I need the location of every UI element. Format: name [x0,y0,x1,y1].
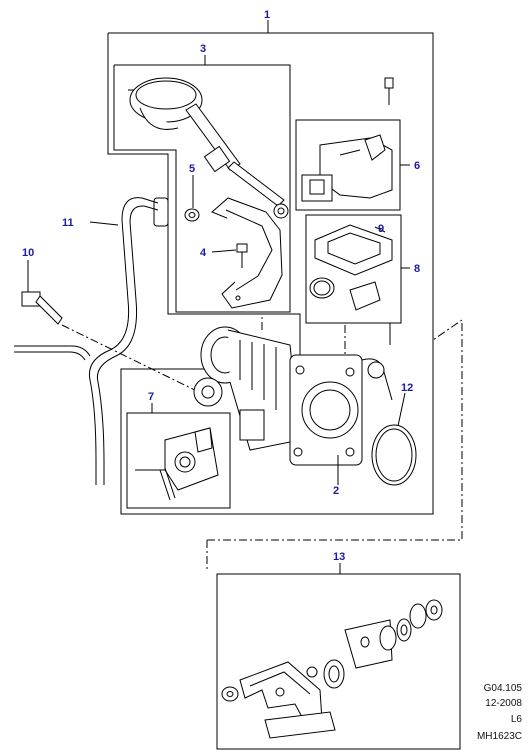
throttle-body-part [193,326,393,466]
subassembly-8-frame [305,214,402,324]
callout-12: 12 [401,382,413,394]
gasket-9-part [314,224,393,276]
bracket-part [211,197,283,309]
hose-11-part [14,197,169,485]
reference-date: 12-2008 [485,698,522,709]
fitting-10-part [21,291,63,325]
subassembly-3-frame [113,64,291,313]
vacuum-capsule-part [128,77,289,219]
screw-4-part [236,243,248,268]
callout-7: 7 [148,391,154,403]
callout-1: 1 [264,9,270,21]
callout-6: 6 [414,160,420,172]
callout-9: 9 [378,223,384,235]
washer-5-part [184,208,200,222]
linkage-13-part [221,599,443,739]
reference-illustration: MH1623C [476,731,522,742]
reference-group: G04.105 [483,683,522,694]
callout-8: 8 [414,263,420,275]
reference-variant: L6 [510,714,522,725]
callout-11: 11 [62,217,74,229]
sensor-7-part [135,427,219,501]
callout-3: 3 [200,43,206,55]
callout-5: 5 [189,163,195,175]
subassembly-13-frame [216,573,461,750]
callout-13: 13 [333,551,345,563]
callout-10: 10 [22,247,34,259]
gasket-12-part [371,424,417,486]
callout-4: 4 [200,247,207,259]
subassembly-7-frame [126,412,231,509]
callout-2: 2 [333,485,339,497]
o-ring-part [309,277,335,299]
leader-lines [27,175,406,485]
idle-valve-part [301,77,394,202]
seal-part [349,281,381,311]
